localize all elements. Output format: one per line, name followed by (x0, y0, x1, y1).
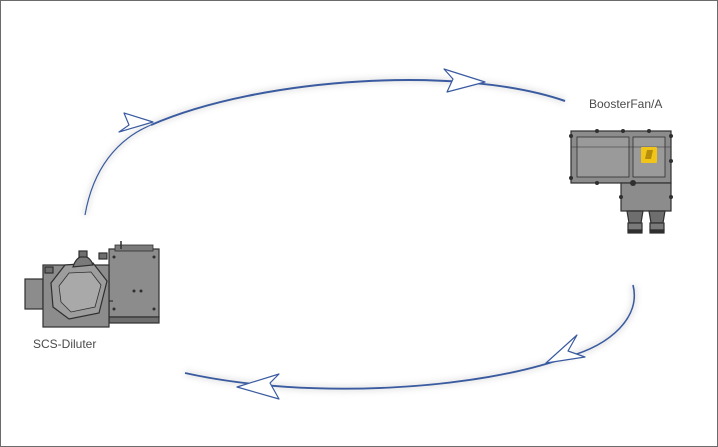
booster-logo (641, 147, 657, 163)
booster-fan-label: BoosterFan/A (589, 97, 663, 111)
flow-arrows (118, 68, 586, 400)
arrow-head-lower-right (545, 334, 586, 364)
arc-left-up (84, 124, 152, 216)
scs-diluter-device (24, 241, 160, 328)
arrow-head-bottom (236, 373, 280, 400)
booster-fan-device (569, 129, 673, 234)
arc-bottom (184, 356, 568, 390)
arrow-head-upper-left (118, 112, 154, 133)
arrow-head-top (443, 68, 486, 93)
flow-arcs (82, 77, 638, 392)
scs-diluter-label: SCS-Diluter (33, 337, 97, 351)
arc-right-down (566, 284, 636, 358)
arc-top (150, 79, 566, 126)
